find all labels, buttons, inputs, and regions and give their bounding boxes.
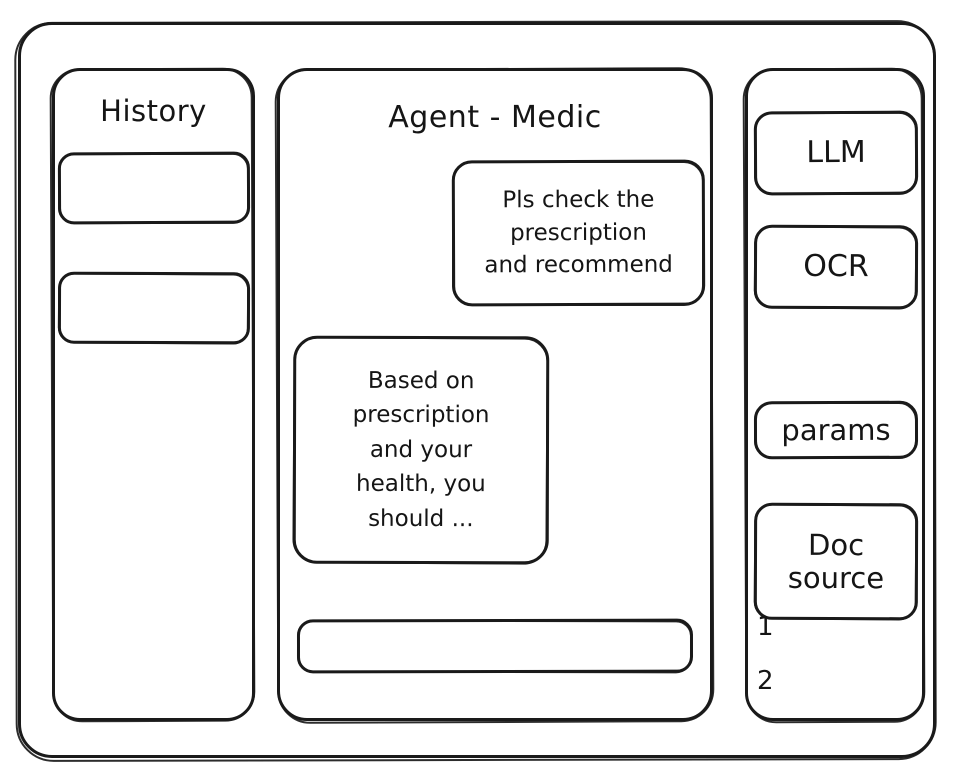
history-list-item[interactable] (57, 151, 251, 225)
tool-label-doc-source: Doc source (787, 527, 885, 595)
tool-label-ocr: OCR (803, 249, 869, 285)
doc-source-reference-2[interactable]: 2 (757, 666, 774, 696)
history-panel-title: History (100, 94, 207, 128)
assistant-message-text: Based on prescription and your health, y… (352, 367, 490, 532)
tool-button-llm[interactable]: LLM (753, 110, 919, 196)
agent-panel-title: Agent - Medic (388, 100, 602, 135)
doc-source-reference-1[interactable]: 1 (757, 612, 774, 642)
tool-button-doc-source[interactable]: Doc source (753, 502, 919, 621)
message-composer-input[interactable] (296, 618, 694, 674)
assistant-message-bubble: Based on prescription and your health, y… (292, 335, 550, 565)
tool-button-ocr[interactable]: OCR (753, 224, 919, 310)
tool-button-params[interactable]: params (753, 400, 919, 460)
user-message-bubble: Pls check the prescription and recommend (451, 159, 706, 307)
tool-label-llm: LLM (806, 135, 866, 171)
history-list-item[interactable] (57, 271, 251, 345)
user-message-text: Pls check the prescription and recommend (484, 186, 673, 279)
tool-label-params: params (781, 412, 891, 447)
